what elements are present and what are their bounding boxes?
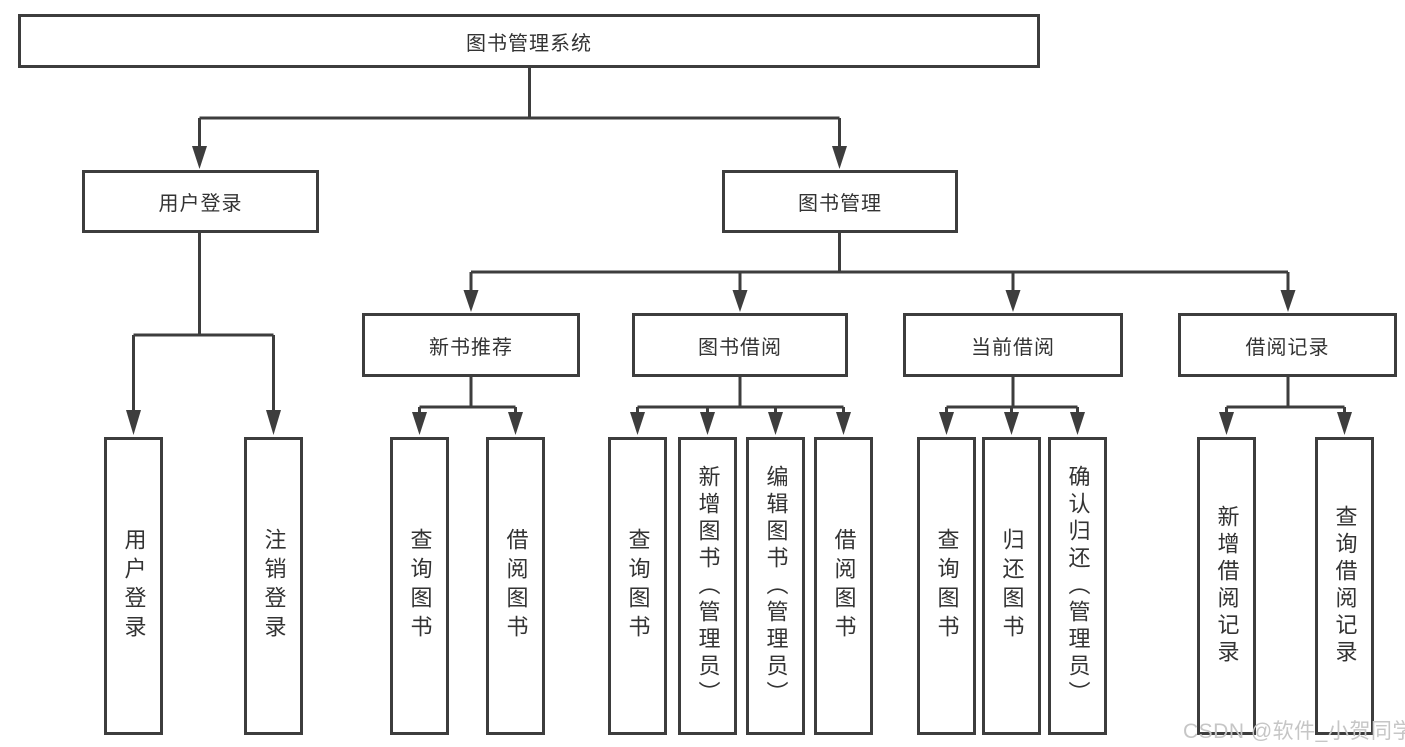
node-borrowing-records: 借阅记录 <box>1178 313 1397 377</box>
node-user-login: 用户登录 <box>82 170 319 233</box>
arrowheads-borrowing <box>630 412 851 435</box>
leaf-query-borrow-record: 查询借阅记录 <box>1315 437 1374 735</box>
node-library-management-system: 图书管理系统 <box>18 14 1040 68</box>
leaf-borrow-books-borrowing-label: 借阅图书 <box>831 528 857 644</box>
csdn-watermark: CSDN @软件_小贺同学 <box>1183 720 1405 743</box>
leaf-return-books: 归还图书 <box>982 437 1041 735</box>
leaf-edit-books-admin-label: 编辑图书（管理员） <box>763 464 789 708</box>
connector-root-to-level2 <box>198 68 841 148</box>
arrowheads-current <box>939 412 1085 435</box>
leaf-borrow-books-recommend-label: 借阅图书 <box>503 528 529 644</box>
arrowheads-level2 <box>192 146 847 169</box>
leaf-query-books-current: 查询图书 <box>917 437 976 735</box>
leaf-query-books-recommend-label: 查询图书 <box>407 528 433 644</box>
connector-user-login-to-leaves <box>132 233 275 412</box>
arrowheads-level3 <box>463 290 1296 312</box>
leaf-logout: 注销登录 <box>244 437 303 735</box>
leaf-add-books-admin: 新增图书（管理员） <box>678 437 737 735</box>
leaf-logout-label: 注销登录 <box>261 528 287 644</box>
connector-recommend-to-leaves <box>418 377 517 414</box>
leaf-user-login: 用户登录 <box>104 437 163 735</box>
node-book-borrowing: 图书借阅 <box>632 313 848 377</box>
leaf-borrow-books-recommend: 借阅图书 <box>486 437 545 735</box>
connector-borrowing-to-leaves <box>636 377 845 414</box>
arrowheads-records <box>1219 412 1352 435</box>
leaf-add-borrow-record-label: 新增借阅记录 <box>1214 505 1240 667</box>
leaf-query-books-recommend: 查询图书 <box>390 437 449 735</box>
connector-current-to-leaves <box>945 377 1079 414</box>
leaf-confirm-return-admin: 确认归还（管理员） <box>1048 437 1107 735</box>
leaf-add-borrow-record: 新增借阅记录 <box>1197 437 1256 735</box>
leaf-query-books-borrowing: 查询图书 <box>608 437 667 735</box>
leaf-query-books-borrowing-label: 查询图书 <box>625 528 651 644</box>
leaf-confirm-return-admin-label: 确认归还（管理员） <box>1065 464 1091 708</box>
arrowheads-user-login <box>126 410 281 435</box>
leaf-borrow-books-borrowing: 借阅图书 <box>814 437 873 735</box>
node-book-management: 图书管理 <box>722 170 958 233</box>
leaf-return-books-label: 归还图书 <box>999 528 1025 644</box>
node-current-borrowing: 当前借阅 <box>903 313 1123 377</box>
leaf-add-books-admin-label: 新增图书（管理员） <box>695 464 721 708</box>
leaf-query-books-current-label: 查询图书 <box>934 528 960 644</box>
leaf-user-login-label: 用户登录 <box>121 528 147 644</box>
arrowheads-recommend <box>412 412 523 435</box>
connector-book-management-to-level3 <box>469 233 1290 292</box>
node-new-book-recommendation: 新书推荐 <box>362 313 580 377</box>
leaf-edit-books-admin: 编辑图书（管理员） <box>746 437 805 735</box>
leaf-query-borrow-record-label: 查询借阅记录 <box>1332 505 1358 667</box>
connector-records-to-leaves <box>1225 377 1346 414</box>
